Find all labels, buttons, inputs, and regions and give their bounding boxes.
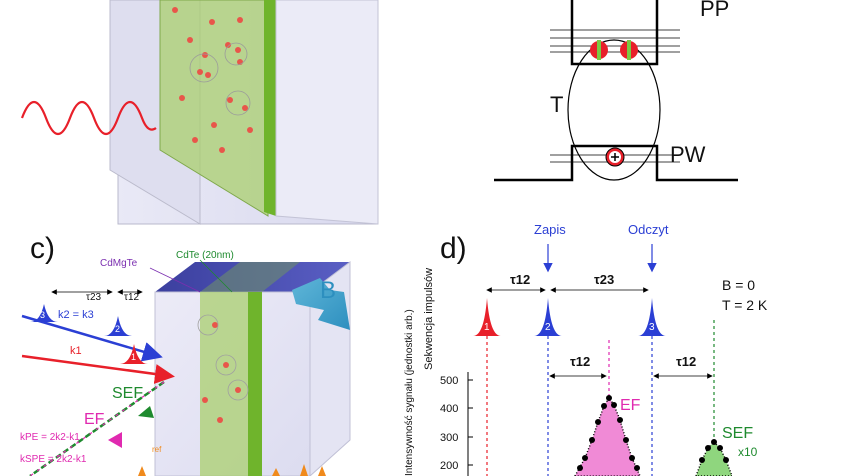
transition-ellipse — [567, 39, 661, 181]
pulse-3-d-label: 3 — [649, 322, 655, 333]
label-b0: B = 0 — [722, 277, 755, 293]
label-tau23-c: τ23 — [86, 292, 102, 303]
label-sef-d: SEF — [722, 425, 753, 442]
upper-well — [570, 0, 659, 66]
label-cdte: CdTe (20nm) — [176, 250, 234, 261]
ytick-300: 300 — [440, 432, 458, 444]
label-k2k3: k2 = k3 — [58, 309, 94, 321]
label-tau12-c: τ12 — [124, 292, 140, 303]
electron-pair — [590, 40, 638, 60]
incident-light-wave — [20, 100, 157, 136]
label-tau12-mid: τ12 — [570, 354, 590, 369]
magnetic-field-arrow — [292, 278, 350, 330]
cdte-layer-edge — [248, 292, 262, 476]
sef-pulse-c — [138, 406, 154, 418]
hole-icon — [605, 147, 625, 167]
label-ef-c: EF — [84, 411, 105, 428]
ytick-500: 500 — [440, 375, 458, 387]
panel-c: c) CdMgTe CdTe (20nm) B τ23 τ12 3 2 — [20, 232, 351, 476]
pulse-2-d — [534, 298, 562, 336]
sef-peak — [695, 440, 733, 476]
label-pp: PP — [700, 0, 729, 21]
sample-box-right-face — [275, 0, 379, 225]
pulse-2-d-label: 2 — [545, 322, 551, 333]
pulse-1-c-label: 1 — [131, 352, 136, 362]
beam-ef — [29, 381, 165, 476]
pulse-2-c — [104, 316, 132, 336]
label-ref: ref — [152, 445, 162, 454]
pulse-3-d — [638, 298, 666, 336]
ef-peak-points — [577, 395, 640, 471]
label-zapis: Zapis — [534, 222, 566, 237]
label-tau12-top: τ12 — [510, 272, 530, 287]
panel-b: PP T PW — [494, 0, 738, 182]
label-odczyt: Odczyt — [628, 222, 669, 237]
label-pw: PW — [670, 142, 706, 167]
pulse-1-d — [473, 298, 501, 336]
pulse-3-c-label: 3 — [40, 310, 45, 320]
pulse-1-d-label: 1 — [484, 322, 490, 333]
label-tau12-right: τ12 — [676, 354, 696, 369]
label-sef-c: SEF — [112, 385, 143, 402]
eq-kspe: kSPE = 2k2-k1 — [20, 454, 87, 465]
label-b: B — [320, 277, 336, 304]
pulse-3-c — [30, 304, 58, 322]
pulse-2-c-label: 2 — [115, 324, 120, 334]
label-ef-d: EF — [620, 397, 641, 414]
label-x10: x10 — [738, 445, 758, 459]
energy-profile — [494, 144, 738, 182]
beam-k1 — [21, 354, 175, 384]
quantum-well-slab — [159, 0, 269, 217]
cdte-layer — [200, 292, 255, 476]
panel-a — [20, 0, 379, 225]
ylabel-pulse-sequence: Sekwencja impulsów — [423, 268, 435, 370]
label-k1: k1 — [70, 345, 82, 357]
ytick-200: 200 — [440, 460, 458, 472]
label-tau23-top: τ23 — [594, 272, 614, 287]
reference-pulses — [138, 464, 326, 476]
eq-kpe: kPE = 2k2-k1 — [20, 432, 80, 443]
ef-pulse-c — [108, 432, 122, 448]
beam-k2k3 — [21, 314, 163, 362]
ytick-400: 400 — [440, 403, 458, 415]
sample-dot-circles — [197, 314, 249, 401]
panel-label-c: c) — [30, 232, 55, 265]
sef-peak-points — [699, 439, 729, 463]
ylabel-intensity: Intensywność sygnału (jednostki arb.) — [404, 309, 415, 476]
panel-d: d) Zapis Odczyt τ12 τ23 B = 0 T = 2 K Se… — [404, 222, 768, 476]
energy-levels — [550, 29, 680, 163]
sample-dots — [202, 322, 241, 423]
exciton-dots — [172, 7, 253, 153]
y-ticks — [468, 379, 473, 466]
panel-label-d: d) — [440, 232, 467, 265]
quantum-well-edge — [264, 0, 276, 216]
pulse-1-c — [120, 344, 148, 364]
exciton-circles — [189, 42, 251, 116]
ef-peak — [574, 396, 641, 476]
label-cdmgte: CdMgTe — [100, 258, 138, 269]
label-t: T — [550, 92, 563, 117]
label-t2k: T = 2 K — [722, 297, 768, 313]
